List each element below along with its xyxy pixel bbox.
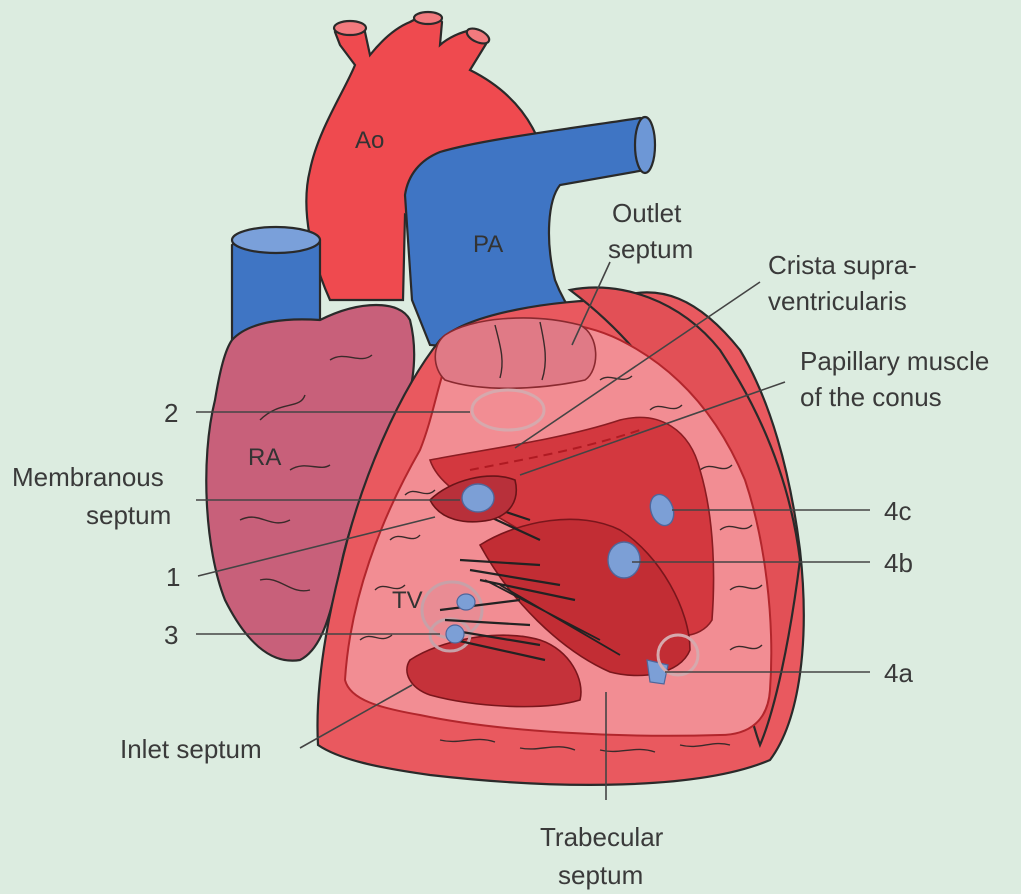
label-4c: 4c: [884, 496, 911, 526]
membranous-septum-label-line1: Membranous: [12, 462, 164, 492]
label-1: 1: [166, 562, 180, 592]
label-3: 3: [164, 620, 178, 650]
papillary-conus-label-line1: Papillary muscle: [800, 346, 989, 376]
label-4a: 4a: [884, 658, 913, 688]
trabecular-septum-label-line2: septum: [558, 860, 643, 890]
papillary-conus-label-line2: of the conus: [800, 382, 942, 412]
aorta-label: Ao: [355, 127, 384, 154]
label-2: 2: [164, 398, 178, 428]
trabecular-septum-label-line1: Trabecular: [540, 822, 664, 852]
outlet-septum-label-line1: Outlet: [612, 198, 682, 228]
membranous-septum-label-line2: septum: [86, 500, 171, 530]
inlet-septum-label: Inlet septum: [120, 734, 262, 764]
right-atrium-label: RA: [248, 444, 281, 471]
label-4b: 4b: [884, 548, 913, 578]
pulmonary-artery-label: PA: [473, 231, 503, 258]
crista-label-line1: Crista supra-: [768, 250, 917, 280]
tricuspid-valve-label: TV: [392, 587, 423, 614]
outlet-septum-label-line2: septum: [608, 234, 693, 264]
crista-label-line2: ventricularis: [768, 286, 907, 316]
